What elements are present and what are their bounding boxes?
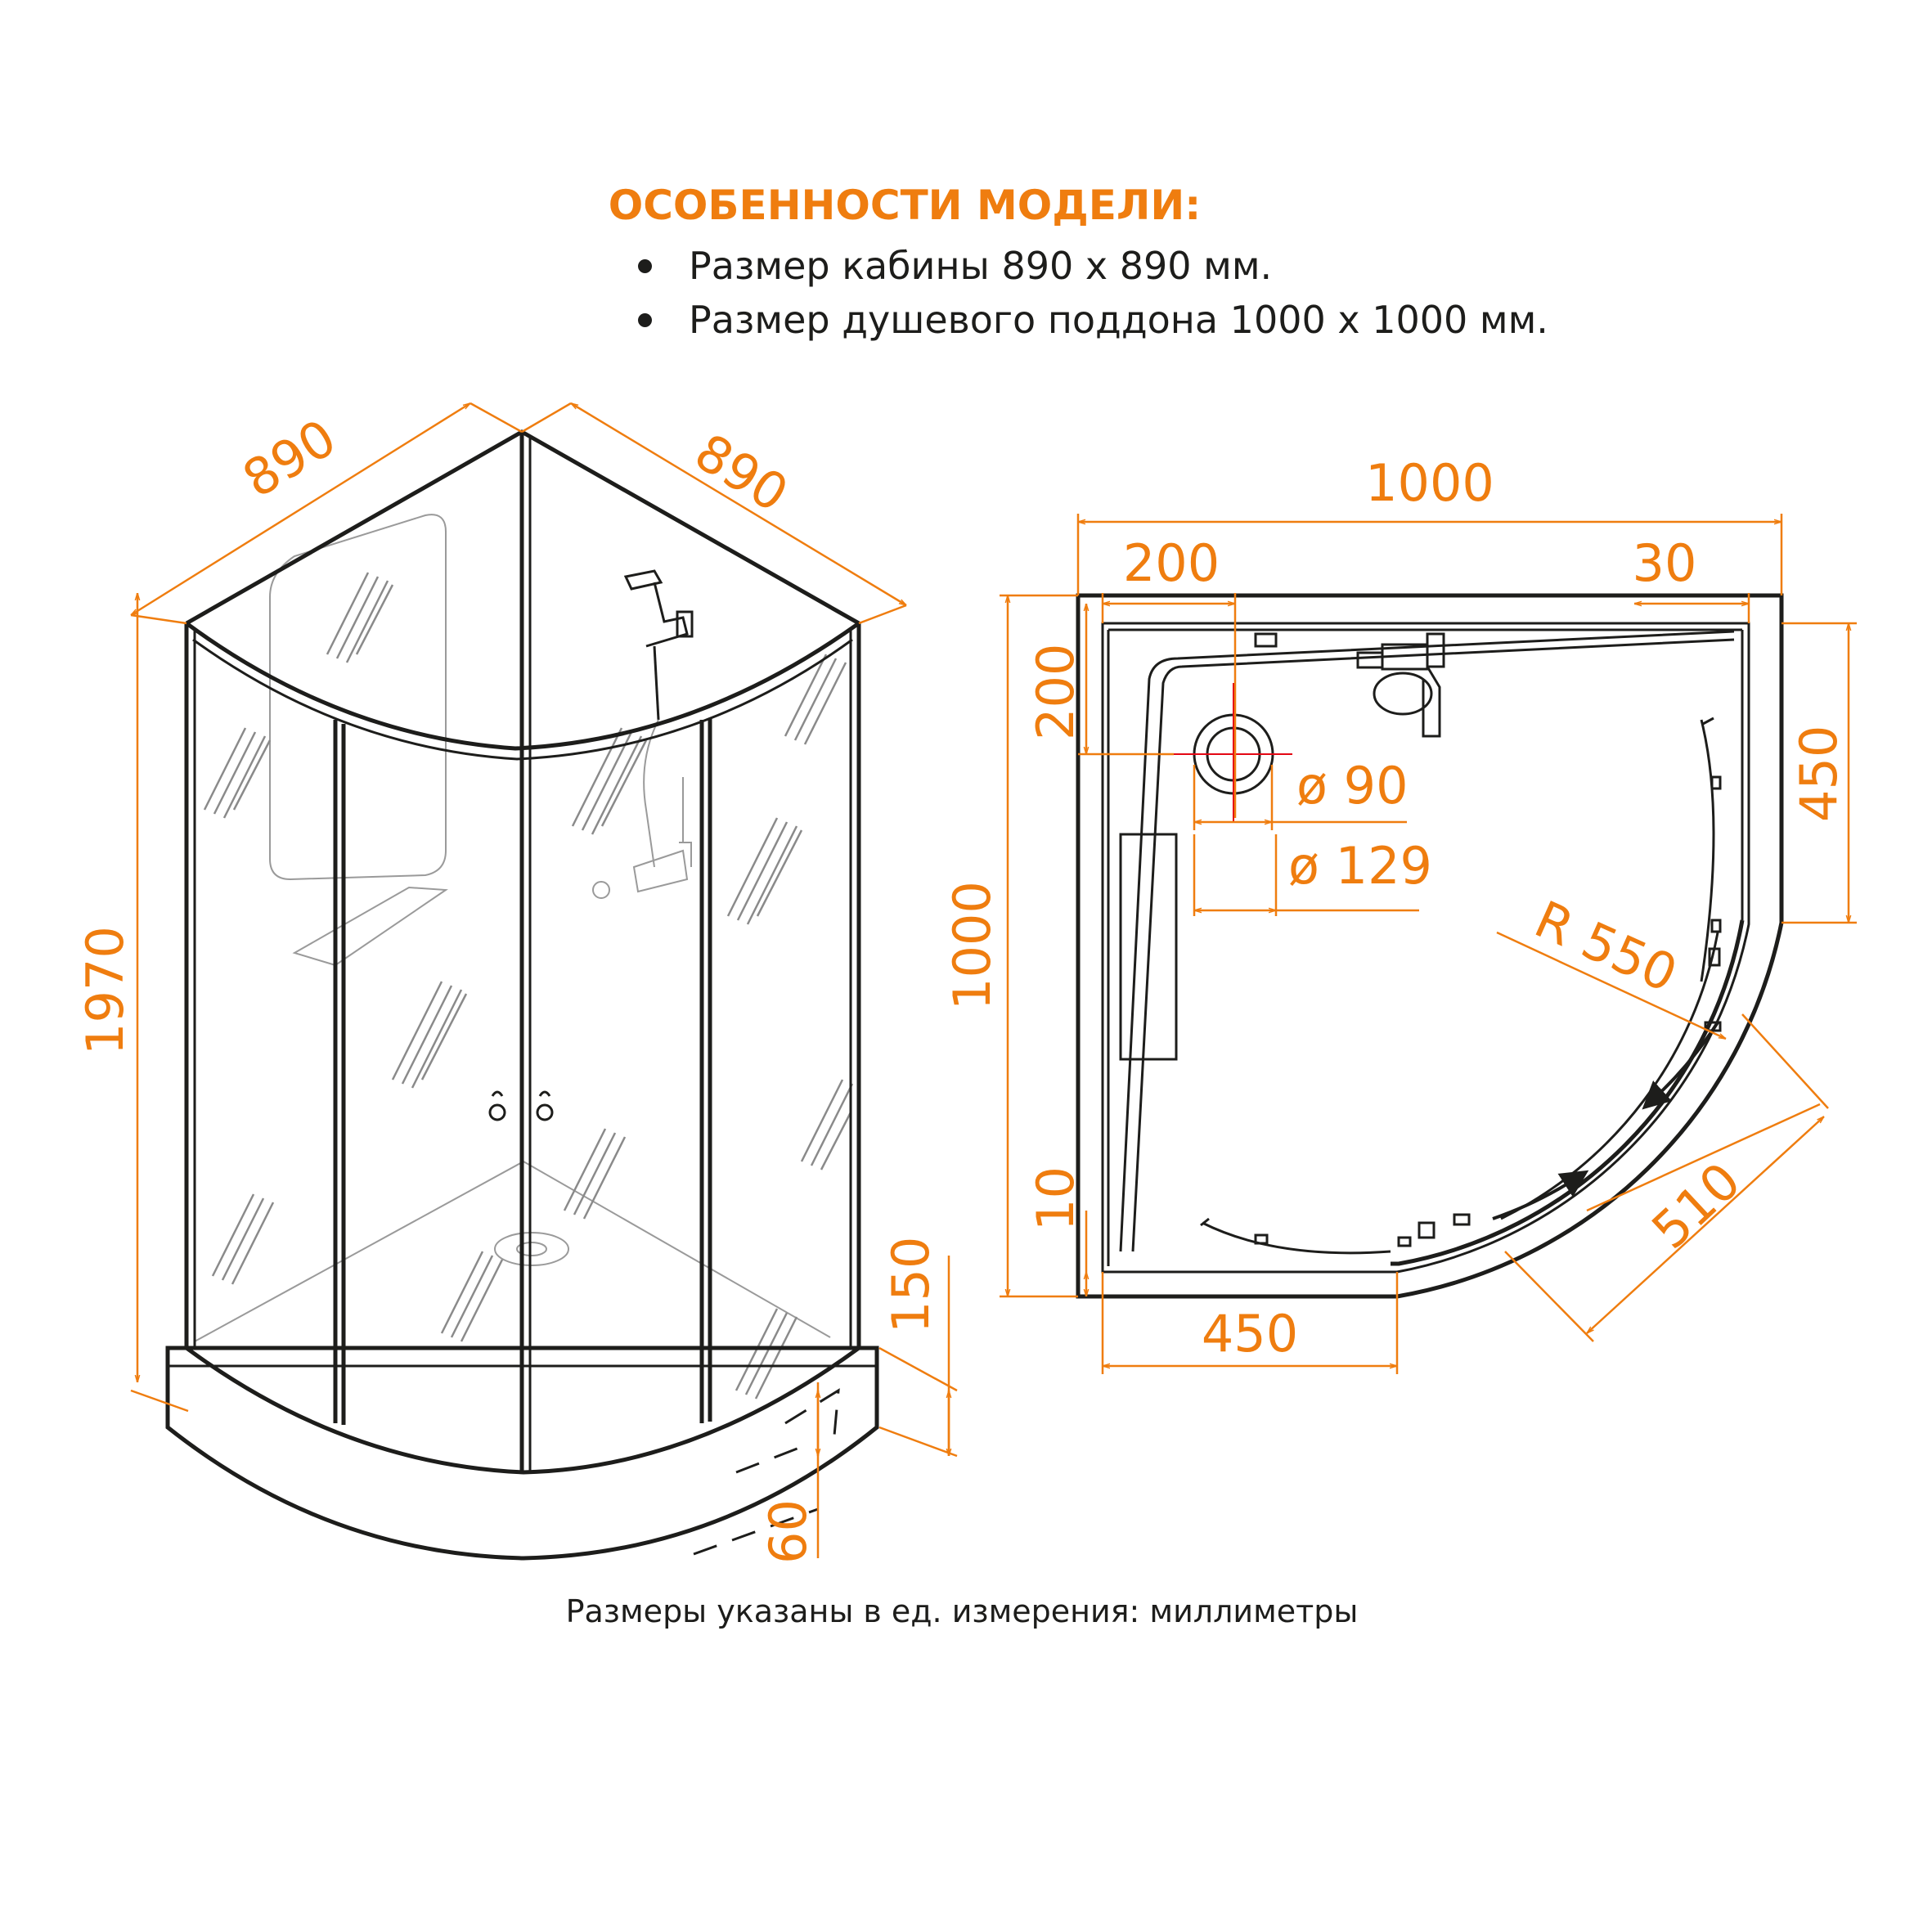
dim-width-right: 890 (685, 422, 798, 524)
dim-door-width: 510 (1640, 1151, 1751, 1260)
back-wall-panel (269, 514, 447, 881)
drain-inner-icon (516, 1242, 547, 1256)
feature-item: Размер кабины 890 х 890 мм. (638, 239, 1548, 293)
top-curved-rail (185, 621, 860, 751)
door-frame-left (333, 720, 346, 1425)
dim-drain-outer: ø 129 (1288, 836, 1432, 896)
back-panel (1119, 630, 1735, 1252)
cabin-frame (184, 429, 861, 1472)
cabin-front-view (165, 429, 879, 1561)
knob-icon (592, 881, 610, 899)
glass-hatch (203, 572, 854, 1400)
features-title: ОСОБЕННОСТИ МОДЕЛИ: (608, 182, 1202, 229)
dim-radius: R 550 (1526, 889, 1686, 1004)
dim-offset-top-left: 200 (1123, 533, 1220, 593)
footer-note: Размеры указаны в ед. измерения: миллиме… (565, 1593, 1359, 1629)
feature-text: Размер душевого поддона 1000 х 1000 мм. (689, 298, 1548, 342)
dim-tray-width: 1000 (1365, 453, 1494, 513)
door-frame-right (699, 718, 712, 1423)
dim-tray-step: 60 (758, 1499, 818, 1564)
dim-height-total: 1970 (75, 926, 135, 1055)
tray-floor (194, 1160, 831, 1342)
slide-arrow-right-icon (1642, 1021, 1719, 1110)
bottom-curved-rail (185, 1346, 860, 1475)
corner-shelf (292, 886, 448, 967)
dim-offset-bottom: 450 (1202, 1304, 1298, 1364)
slide-arrow-left-icon (1492, 1170, 1589, 1220)
feature-item: Размер душевого поддона 1000 х 1000 мм. (638, 293, 1548, 347)
front-dimensions: 890 890 1970 150 60 (75, 403, 958, 1564)
side-seat (1119, 833, 1178, 1061)
dim-tray-depth: 1000 (942, 881, 1002, 1010)
mixer-icon (676, 610, 694, 638)
dim-offset-right-top: 450 (1789, 726, 1849, 822)
dim-drain-inner: ø 90 (1296, 756, 1409, 815)
feature-text: Размер кабины 890 х 890 мм. (689, 244, 1273, 288)
mixer-top-icon (1254, 632, 1445, 738)
door-handle-left-icon[interactable] (488, 1103, 506, 1121)
dim-offset-top-right: 30 (1633, 533, 1697, 593)
drain-icon (494, 1232, 569, 1266)
features-list: Размер кабины 890 х 890 мм. Размер душев… (638, 239, 1548, 347)
shower-tray (165, 1346, 879, 1561)
bullet-icon (638, 313, 652, 327)
dim-offset-left-bottom: 10 (1026, 1166, 1085, 1231)
dim-tray-height: 150 (881, 1237, 941, 1333)
door-handle-right-icon[interactable] (536, 1103, 554, 1121)
dim-offset-left-top: 200 (1026, 644, 1085, 740)
plan-dimensions: 1000 200 30 200 1000 10 450 ø 90 ø 129 R… (942, 453, 1857, 1374)
bullet-icon (638, 259, 652, 273)
dim-width-left: 890 (232, 407, 346, 510)
shower-set (592, 569, 694, 899)
